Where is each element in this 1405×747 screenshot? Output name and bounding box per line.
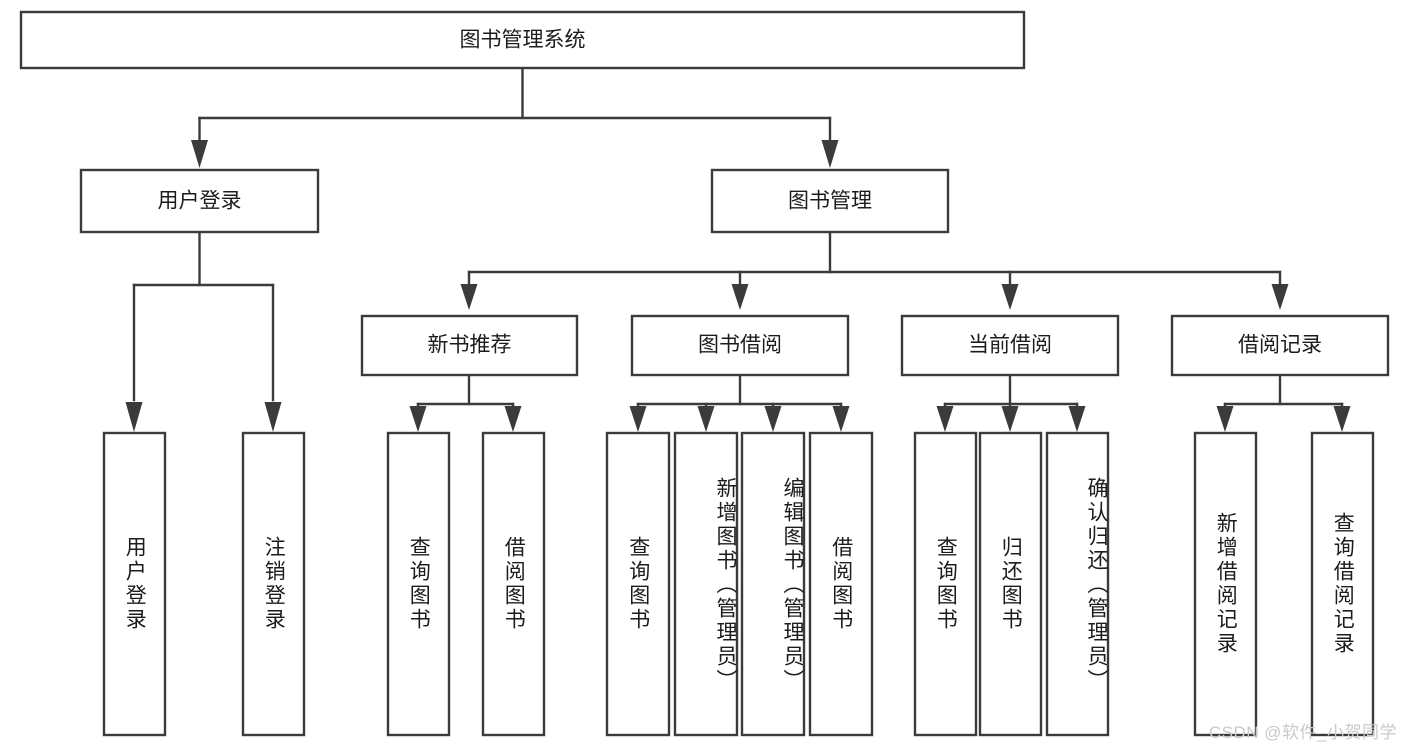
arrow-leaf-query-book-rec [409,406,427,432]
arrow-to-book-manage [821,140,839,168]
node-root[interactable]: 图书管理系统 [19,10,1026,70]
arrow-leaf-query-book-cur [936,406,954,432]
arrow-leaf-add-book [697,406,715,432]
arrow-leaf-logout-login [264,402,282,432]
arrow-leaf-query-record [1333,406,1351,432]
leaf-box-logout-login[interactable] [241,431,306,737]
node-book-borrow-label: 图书借阅 [698,334,782,357]
node-borrow-record-label: 借阅记录 [1238,334,1322,357]
connector-group-root-to-level1 [191,66,839,168]
node-root-label: 图书管理系统 [460,29,586,52]
node-root-box[interactable] [19,10,1026,70]
node-book-manage[interactable]: 图书管理 [710,168,950,234]
connector-group-new-book-to-leaves [409,373,522,432]
leaf-box-user-login[interactable] [102,431,167,737]
node-book-borrow-box[interactable] [630,314,850,377]
arrow-to-borrow-record [1271,284,1289,310]
arrow-leaf-edit-book [764,406,782,432]
leaf-box-borrow-book-rec[interactable] [481,431,546,737]
arrow-to-current-borrow [1001,284,1019,310]
connector-group-borrow-record-to-leaves [1216,373,1351,432]
connector-group-user-login-to-leaves [125,230,282,432]
leaf-box-borrow-book[interactable] [808,431,874,737]
arrow-leaf-user-login [125,402,143,432]
leaf-box-add-record[interactable] [1193,431,1258,737]
leaf-box-confirm-return[interactable] [1045,431,1110,737]
node-user-login[interactable]: 用户登录 [79,168,320,234]
node-borrow-record[interactable]: 借阅记录 [1170,314,1390,377]
leaf-box-edit-book[interactable] [740,431,806,737]
arrow-leaf-return-book [1001,406,1019,432]
node-borrow-record-box[interactable] [1170,314,1390,377]
node-current-borrow-label: 当前借阅 [968,334,1052,357]
arrow-to-user-login [191,140,208,168]
leaf-box-query-book-borrow[interactable] [605,431,671,737]
connector-group-book-manage-to-level2 [460,230,1289,310]
arrow-to-new-book-recommend [460,284,478,310]
node-current-borrow[interactable]: 当前借阅 [900,314,1120,377]
arrow-leaf-borrow-book-rec [504,406,522,432]
connector-group-book-borrow-to-leaves [629,373,850,432]
arrow-leaf-add-record [1216,406,1234,432]
leaf-box-query-book-rec[interactable] [386,431,451,737]
arrow-to-book-borrow [731,284,749,310]
node-book-borrow[interactable]: 图书借阅 [630,314,850,377]
node-new-book-recommend-box[interactable] [360,314,579,377]
node-book-manage-label: 图书管理 [788,190,872,213]
node-user-login-label: 用户登录 [158,190,242,213]
node-current-borrow-box[interactable] [900,314,1120,377]
node-book-manage-box[interactable] [710,168,950,234]
node-new-book-recommend-label: 新书推荐 [428,334,512,357]
connector-group-current-borrow-to-leaves [936,373,1086,432]
leaf-box-query-record[interactable] [1310,431,1375,737]
csdn-watermark: CSDN @软件_小贺同学 [1208,723,1397,742]
arrow-leaf-borrow-book [832,406,850,432]
leaf-box-add-book[interactable] [673,431,739,737]
leaf-boxes-group [102,431,1375,737]
arrow-leaf-confirm-return [1068,406,1086,432]
node-user-login-box[interactable] [79,168,320,234]
leaf-box-return-book[interactable] [978,431,1043,737]
leaf-box-query-book-cur[interactable] [913,431,978,737]
arrow-leaf-query-book-borrow [629,406,647,432]
node-new-book-recommend[interactable]: 新书推荐 [360,314,579,377]
